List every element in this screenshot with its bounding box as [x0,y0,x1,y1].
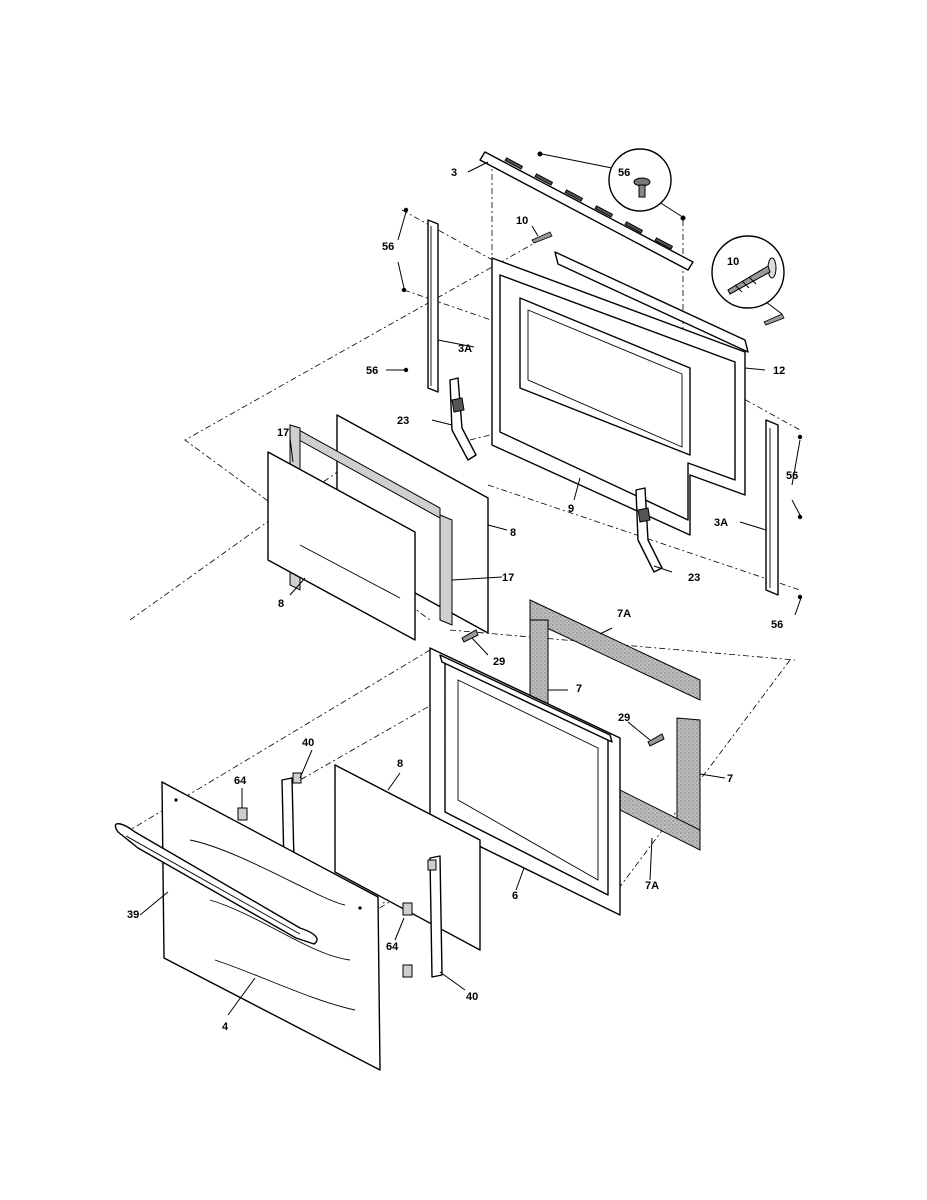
insulation-top-7A [529,599,701,706]
pin-29-right [647,733,665,747]
bracket-40-right [427,855,443,978]
door-handle [114,823,318,945]
hinge-right [635,487,663,573]
callout-64-left: 64 [234,775,247,787]
callout-56-left-top: 56 [382,241,394,253]
insulation-7 [676,717,701,831]
callout-40-left: 40 [302,737,314,749]
side-trim-right [765,419,803,600]
callout-3A-right: 3A [714,517,728,529]
callout-8-left: 8 [278,598,284,610]
inner-door-panel [429,647,621,916]
vent-trim-top [479,151,694,271]
clip-64-left [237,807,248,821]
callout-4: 4 [222,1021,229,1033]
callout-17-top: 17 [277,427,289,439]
callout-3A-left: 3A [458,343,472,355]
callout-29-right: 29 [618,712,630,724]
bolt-10-right [763,301,785,326]
glass-lower [334,764,481,951]
callout-8-top: 8 [510,527,516,539]
outer-door-panel [161,781,381,1071]
callout-leaders [139,161,802,1016]
callout-23-left: 23 [397,415,409,427]
bolt-detail-circle [711,235,785,309]
callout-17-bottom: 17 [502,572,514,584]
callout-7-right: 7 [727,773,733,785]
callout-6: 6 [512,890,518,902]
callout-7-top: 7 [576,683,582,695]
screw-detail-circle [608,148,672,212]
callout-23-right: 23 [688,572,700,584]
glass-outer [267,451,416,641]
inner-door-frame [491,251,749,536]
callout-39: 39 [127,909,139,921]
callout-10-left: 10 [516,215,528,227]
callout-40-right: 40 [466,991,478,1003]
callout-9: 9 [568,503,574,515]
callout-56-right-top: 56 [786,470,798,482]
callout-8-bottom: 8 [397,758,403,770]
callout-29-left: 29 [493,656,505,668]
clip-64-right [402,902,413,978]
bolt-10-left [531,231,553,244]
callout-3: 3 [451,167,457,179]
callout-12: 12 [773,365,785,377]
hinge-left [449,377,477,461]
callout-7A-top: 7A [617,608,631,620]
callout-10-magnifier: 10 [727,256,739,268]
side-trim-left [401,207,439,393]
pin-29-left [461,629,479,643]
callout-64-right: 64 [386,941,399,953]
callout-56-right-bottom: 56 [771,619,783,631]
callout-labels: 3 56 10 56 10 3A 12 56 17 23 56 9 3A 8 1… [127,167,798,1033]
callout-56-left-bottom: 56 [366,365,378,377]
callout-7A-bottom: 7A [645,880,659,892]
callout-56-magnifier: 56 [618,167,630,179]
